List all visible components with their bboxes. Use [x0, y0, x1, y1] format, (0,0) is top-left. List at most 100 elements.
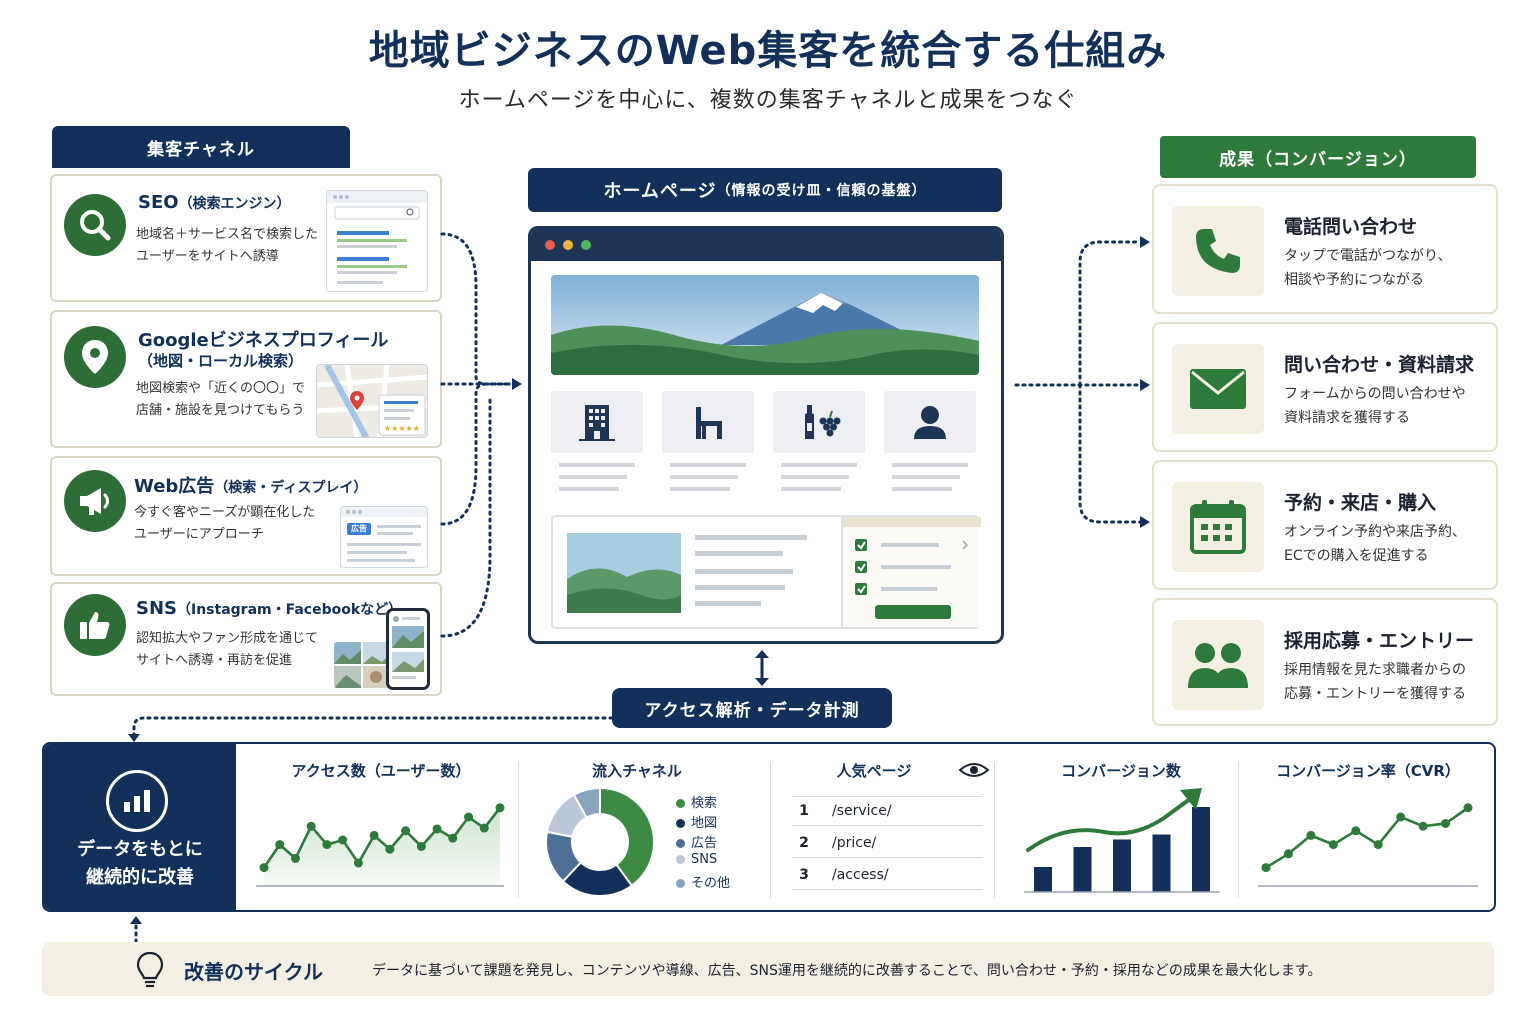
data-point [401, 826, 411, 836]
metric-title-access: アクセス数（ユーザー数） [291, 762, 471, 780]
channel-card-web-ads: Web広告（検索・ディスプレイ） 今すぐ客やニーズが顕在化したユーザーにアプロー… [50, 456, 442, 576]
calendar-icon [1172, 482, 1264, 572]
data-point [275, 840, 285, 850]
analytics-panel: データをもとに継続的に改善 アクセス数（ユーザー数） 流入チャネル 検索地図広告… [42, 742, 1496, 912]
homepage-label: ホームページ（情報の受け皿・信頼の基盤） [528, 168, 1002, 212]
series-line [1265, 806, 1469, 869]
legend-label: SNS [691, 852, 718, 867]
page-subtitle: ホームページを中心に、複数の集客チャネルと成果をつなぐ [458, 88, 1078, 113]
bar-3 [1113, 839, 1131, 892]
data-point [416, 841, 426, 851]
ad-badge: 広告 [351, 524, 367, 533]
photo-grid-thumbnail [334, 642, 390, 688]
channel-title: SNS（Instagram・Facebookなど） [136, 598, 403, 619]
outcome-title: 予約・来店・購入 [1284, 492, 1437, 514]
envelope-icon [1172, 344, 1264, 434]
data-point [322, 840, 332, 850]
series-line [262, 807, 502, 869]
people-icon [1172, 620, 1264, 710]
analytics-connector-line [128, 716, 614, 742]
legend-item: SNS [676, 852, 717, 867]
channel-connector-lines [440, 232, 522, 638]
legend-item: その他 [676, 872, 730, 891]
data-point [1418, 821, 1428, 831]
checklist-form [841, 517, 981, 627]
data-point [1463, 803, 1473, 813]
homepage-browser-mock [528, 226, 1004, 644]
outcome-title: 電話問い合わせ [1284, 216, 1418, 238]
metric-title-inflow: 流入チャネル [592, 762, 682, 780]
content-section [551, 515, 981, 629]
channel-desc: 地域名＋サービス名で検索したユーザーをサイトへ誘導 [136, 227, 319, 264]
content-text-lines [695, 535, 807, 606]
chair-icon [662, 391, 754, 453]
analytics-label: アクセス解析・データ計測 [612, 688, 892, 728]
legend-swatch [676, 879, 685, 888]
outcome-desc: オンライン予約や来店予約、ECでの購入を促進する [1284, 524, 1466, 564]
area-fill [264, 807, 500, 886]
conversions-chart [1024, 788, 1220, 893]
data-point [495, 803, 505, 813]
page-title: 地域ビジネスのWeb集客を統合する仕組み [368, 28, 1168, 74]
channel-desc: 地図検索や「近くの〇〇」で店舗・施設を見つけてもらう [136, 381, 306, 418]
legend-label: その他 [691, 876, 731, 891]
lightbulb-icon [136, 951, 164, 988]
channel-card-seo: SEO（検索エンジン） 地域名＋サービス名で検索したユーザーをサイトへ誘導 [50, 174, 442, 302]
access-chart [256, 803, 505, 887]
data-point [448, 833, 458, 843]
data-point [1373, 840, 1383, 850]
legend-swatch [676, 855, 685, 864]
data-point [259, 863, 269, 873]
outcomes-heading: 成果（コンバージョン） [1160, 136, 1476, 178]
outcome-connector-lines [1014, 236, 1150, 528]
table-row[interactable]: 3/access/ [792, 860, 982, 890]
map-pin-icon [64, 326, 126, 388]
smartphone-icon [386, 608, 430, 690]
data-point [1396, 812, 1406, 822]
svg-text:★★★★★: ★★★★★ [384, 424, 420, 433]
map-thumbnail: ★★★★★ [316, 364, 428, 438]
person-icon [884, 391, 976, 453]
outcome-title: 問い合わせ・資料請求 [1284, 354, 1475, 376]
table-row[interactable]: 2/price/ [792, 828, 982, 858]
data-point [353, 858, 363, 868]
cycle-connector-line [130, 916, 142, 944]
channels-heading: 集客チャネル [52, 126, 350, 168]
legend-label: 地図 [691, 816, 718, 831]
outcome-card-phone: 電話問い合わせ タップで電話がつながり、相談や予約につながる [1152, 184, 1498, 314]
improvement-label-block: データをもとに継続的に改善 [44, 744, 236, 910]
trend-arrow-head [1180, 788, 1202, 810]
hero-image-mountain [551, 275, 979, 375]
channel-card-google-business: Googleビジネスプロフィール （地図・ローカル検索） 地図検索や「近くの〇〇… [50, 310, 442, 448]
cycle-title: 改善のサイクル [184, 960, 323, 984]
megaphone-icon [64, 470, 126, 532]
data-point [385, 844, 395, 854]
data-point [1441, 818, 1451, 828]
channel-desc: 今すぐ客やニーズが顕在化したユーザーにアプローチ [134, 505, 316, 542]
search-results-thumbnail [326, 190, 428, 292]
outcome-desc: 採用情報を見た求職者からの応募・エントリーを獲得する [1284, 662, 1466, 702]
data-point [1328, 840, 1338, 850]
outcome-card-inquiry: 問い合わせ・資料請求 フォームからの問い合わせや資料請求を獲得する [1152, 322, 1498, 452]
thumbs-up-icon [64, 594, 126, 656]
data-point [306, 821, 316, 831]
channel-title: SEO（検索エンジン） [138, 192, 291, 213]
data-point [1351, 826, 1361, 836]
phone-icon [1172, 206, 1264, 296]
improvement-cycle-bar: 改善のサイクル データに基づいて課題を発見し、コンテンツや導線、広告、SNS運用… [42, 942, 1494, 996]
data-point [1261, 863, 1271, 873]
legend-swatch [676, 799, 685, 808]
table-row[interactable]: 1/service/ [792, 796, 982, 826]
metric-title-cvr: コンバージョン率（CVR） [1276, 762, 1460, 780]
legend-swatch [676, 839, 685, 848]
cvr-chart [1258, 803, 1478, 887]
wine-grapes-icon [773, 391, 865, 453]
legend-label: 検索 [691, 796, 718, 811]
bar-chart-icon [106, 770, 168, 832]
search-icon [64, 194, 126, 256]
eye-icon [958, 763, 990, 777]
pie-slice-検索 [599, 786, 655, 888]
pie-slice-その他 [572, 786, 601, 819]
feature-text-lines [559, 463, 968, 491]
